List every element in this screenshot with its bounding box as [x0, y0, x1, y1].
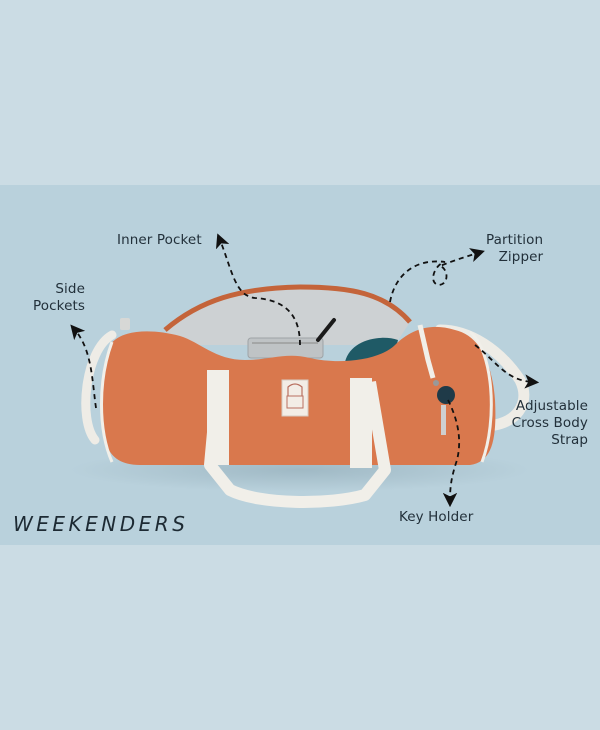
inner-pocket-arrow — [215, 233, 301, 346]
callout-line: Side — [55, 281, 85, 297]
callout-cross-body-strap: Adjustable Cross Body Strap — [500, 398, 588, 449]
callout-line: Pockets — [32, 298, 85, 314]
callout-line: Strap — [551, 432, 588, 448]
callout-line: Partition — [486, 232, 544, 248]
callout-line: Zipper — [498, 249, 544, 265]
partition-zipper-arrow — [389, 248, 485, 303]
carry-handles — [204, 377, 391, 508]
callout-inner-pocket: Inner Pocket — [117, 232, 202, 248]
callout-line: Adjustable — [515, 398, 588, 414]
key-fob — [437, 386, 455, 404]
callout-side-pockets: Side Pockets — [30, 281, 85, 315]
side-pockets-arrow — [70, 324, 97, 409]
brand-patch — [281, 379, 309, 417]
callout-partition-zipper: Partition Zipper — [486, 232, 543, 266]
callout-key-holder: Key Holder — [399, 509, 474, 525]
brand-title: WEEKENDERS — [13, 512, 189, 536]
callout-line: Cross Body — [511, 415, 588, 431]
key-holder-arrow — [442, 399, 461, 508]
